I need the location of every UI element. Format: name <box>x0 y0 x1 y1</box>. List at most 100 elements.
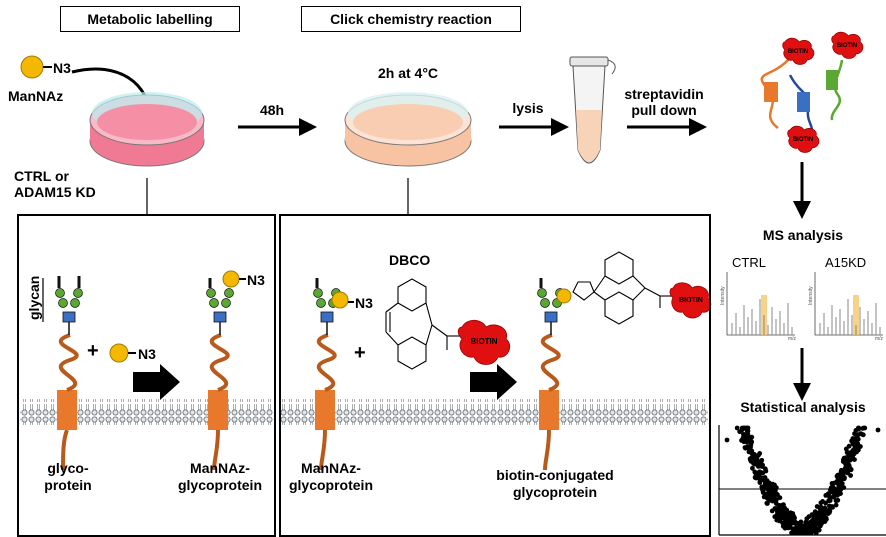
volcano-point <box>777 505 782 510</box>
biotin-blob: BIOTIN <box>669 282 712 319</box>
biotin-blob: BIOTIN <box>457 319 511 365</box>
volcano-point <box>750 465 755 471</box>
n3-label: N3 <box>53 60 71 76</box>
volcano-point <box>768 482 773 488</box>
volcano-point <box>827 510 832 515</box>
ms-xlabel: m/z <box>788 336 797 342</box>
volcano-point <box>848 450 853 455</box>
petri-dish-pink <box>89 92 205 167</box>
volcano-point <box>854 444 860 449</box>
volcano-point <box>792 526 797 532</box>
volcano-point <box>759 464 765 469</box>
volcano-point <box>838 484 844 489</box>
volcano-point <box>767 495 772 500</box>
volcano-point <box>845 454 851 459</box>
pulldown-label-2: pull down <box>631 102 697 118</box>
volcano-point <box>764 500 770 506</box>
volcano-point <box>813 530 819 536</box>
ms-analysis-title: MS analysis <box>762 227 844 243</box>
reaction-arrow <box>133 364 180 400</box>
volcano-point <box>841 476 847 482</box>
volcano-point <box>838 472 844 477</box>
volcano-point <box>833 502 839 508</box>
volcano-point <box>789 530 794 536</box>
manaz-glycoprotein-label-1: ManNAz- <box>301 460 361 476</box>
biotin-tag-label: BIOTIN <box>788 49 808 55</box>
dbco-structure <box>385 278 460 370</box>
volcano-point <box>829 504 835 509</box>
volcano-point <box>854 435 859 441</box>
header-metabolic-labelling: Metabolic labelling <box>60 6 240 32</box>
volcano-point <box>746 446 752 451</box>
biotin-conjugated-glycoprotein <box>537 278 572 471</box>
triazole-dbco-structure <box>572 251 672 325</box>
volcano-point <box>860 432 866 438</box>
volcano-point <box>833 492 839 498</box>
manaz-glycoprotein-label-2: glycoprotein <box>177 477 262 493</box>
volcano-point <box>854 449 860 455</box>
glycoprotein-1 <box>55 276 83 471</box>
manaz-glycoprotein-label-2: glycoprotein <box>288 477 373 493</box>
volcano-point <box>843 466 849 472</box>
volcano-point <box>816 511 822 517</box>
volcano-point <box>799 527 805 532</box>
volcano-point <box>823 500 828 506</box>
volcano-point <box>744 428 750 434</box>
volcano-point <box>850 439 855 445</box>
manaz-molecule <box>20 55 52 79</box>
biotin-tag: BIOTIN <box>787 125 820 153</box>
cell-membrane <box>281 399 708 425</box>
volcano-point <box>760 485 766 490</box>
volcano-point <box>764 478 770 483</box>
ms-a15kd-label: A15KD <box>825 255 867 270</box>
volcano-point <box>751 456 757 462</box>
volcano-point <box>773 498 778 503</box>
volcano-point <box>776 509 782 514</box>
dbco-label: DBCO <box>389 252 431 268</box>
volcano-point <box>835 497 841 503</box>
volcano-point <box>749 450 755 456</box>
manaz-label: ManNAz <box>8 88 64 104</box>
volcano-point <box>803 530 809 536</box>
volcano-point <box>875 427 881 433</box>
volcano-point <box>749 439 754 444</box>
pulldown-label-1: streptavidin <box>624 86 704 102</box>
volcano-point <box>812 524 818 530</box>
volcano-point <box>754 460 760 466</box>
volcano-point <box>724 437 730 443</box>
volcano-point <box>773 506 779 512</box>
volcano-point <box>773 488 778 493</box>
header-click-chemistry: Click chemistry reaction <box>301 6 521 32</box>
condition-label-2: ADAM15 KD <box>14 184 96 200</box>
plus-sign: + <box>354 342 366 364</box>
time-48h-label: 48h <box>259 102 285 118</box>
ms-spectrum-a15kd <box>814 272 883 336</box>
ms-ylabel: Intensity <box>720 286 726 305</box>
ms-spectrum-ctrl <box>726 272 795 336</box>
glycoprotein-label-2: protein <box>44 477 92 493</box>
ms-xlabel: m/z <box>875 336 884 342</box>
volcano-point <box>754 470 760 476</box>
petri-dish-peach <box>344 92 472 167</box>
manaz-glycoprotein-1 <box>206 270 246 471</box>
volcano-point <box>772 482 777 488</box>
condition-label-1: CTRL or <box>14 168 69 184</box>
ms-ylabel: Intensity <box>808 286 814 305</box>
glycan-label: glycan <box>26 275 42 320</box>
volcano-point <box>843 459 849 465</box>
volcano-point <box>752 475 758 480</box>
volcano-point <box>764 485 769 491</box>
volcano-point <box>846 443 852 449</box>
conjugated-label-1: biotin-conjugated <box>496 467 614 483</box>
volcano-point <box>734 425 740 431</box>
biotin-tag-label: BIOTIN <box>793 137 813 143</box>
volcano-point <box>816 527 822 533</box>
volcano-point <box>818 500 824 506</box>
n3-label: N3 <box>355 295 373 311</box>
statistical-analysis-title: Statistical analysis <box>740 399 866 415</box>
volcano-point <box>795 523 801 529</box>
biotin-tag: BIOTIN <box>831 31 864 59</box>
volcano-point <box>848 467 854 473</box>
volcano-point <box>739 427 745 433</box>
glycoprotein-label-1: glyco- <box>47 460 89 476</box>
